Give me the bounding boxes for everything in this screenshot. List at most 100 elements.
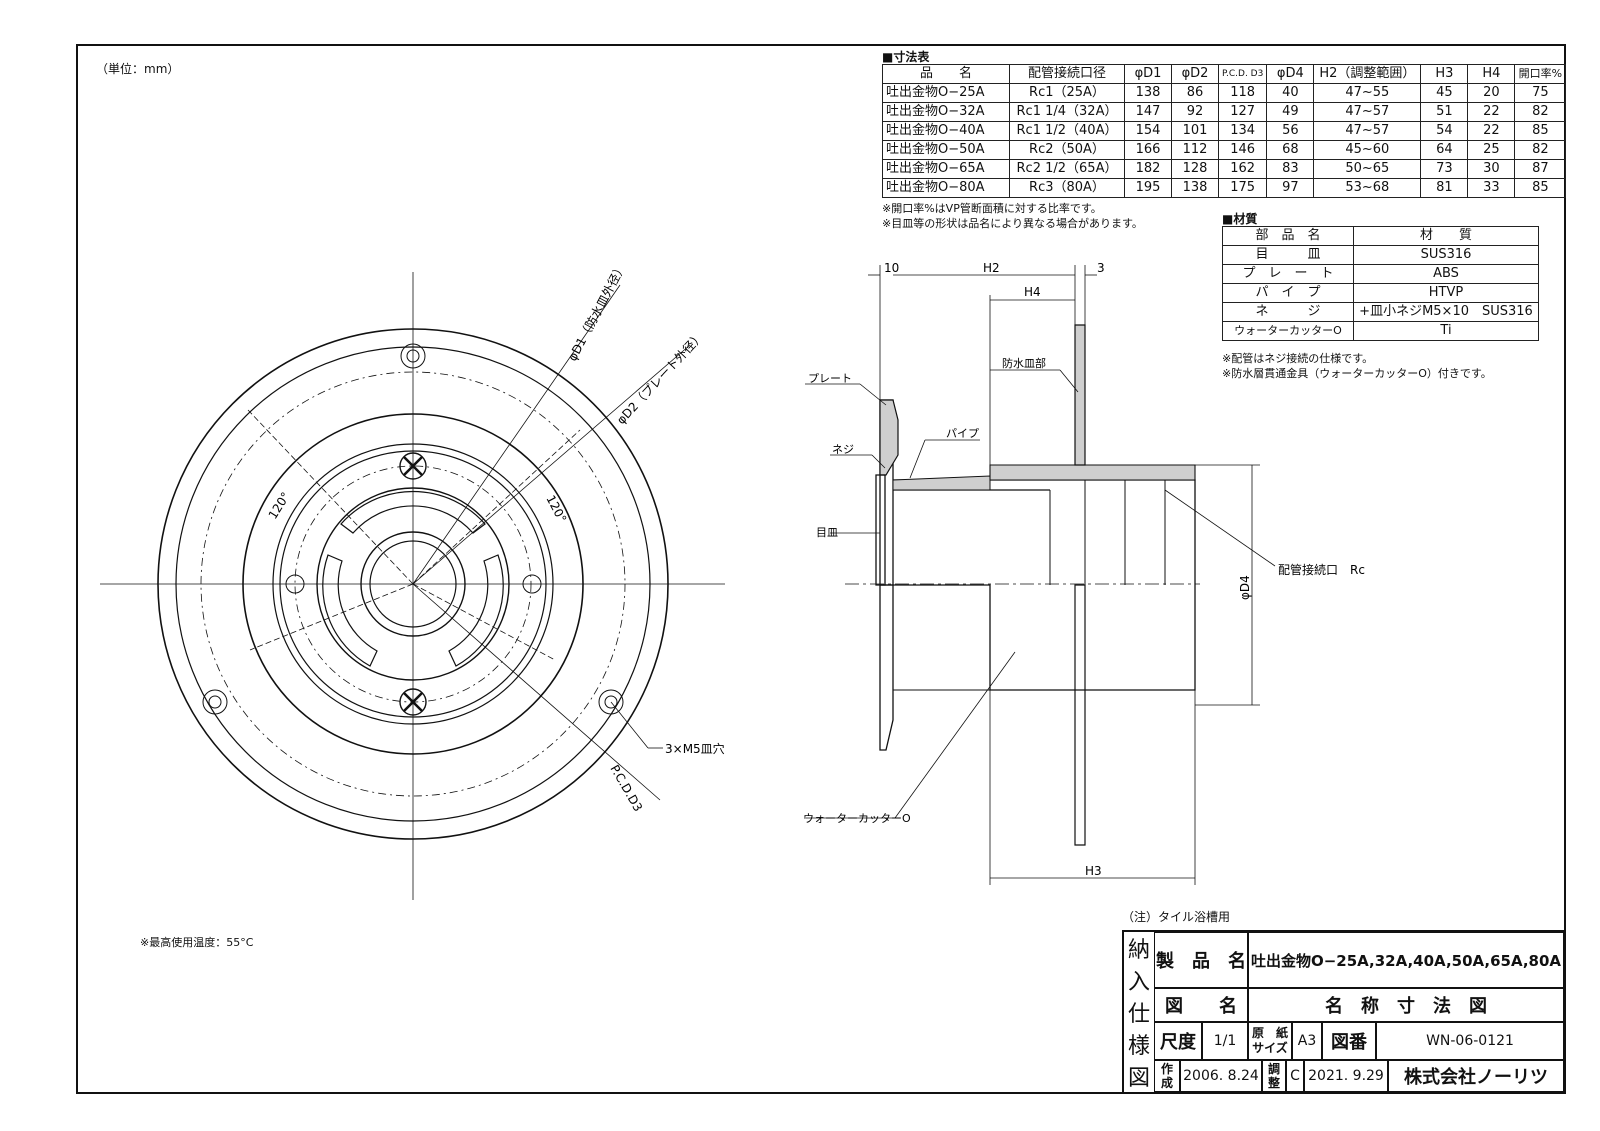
dim-cell: 92 (1171, 102, 1219, 122)
drawing-name: 名 称 寸 法 図 (1248, 988, 1564, 1022)
label-d1: φD1（防水皿外径） (564, 260, 628, 363)
dim-cell: 118 (1217, 83, 1268, 103)
dim-cell: 54 (1420, 121, 1469, 141)
created-label-line2: 成 (1160, 1076, 1173, 1090)
mat-cell: Ti (1353, 321, 1539, 341)
dim-cell: 吐出金物O−40A (882, 121, 1010, 141)
angle-120-left: 120° (266, 490, 293, 522)
dim-cell: 51 (1420, 102, 1469, 122)
dim-cell: 82 (1514, 102, 1567, 122)
side-label-char: 仕 (1127, 1002, 1150, 1027)
dim-3: 3 (1097, 261, 1105, 275)
dim-cell: 81 (1420, 178, 1469, 198)
label-cutter: ウォーターカッターO (803, 812, 911, 825)
dim-cell: 30 (1467, 159, 1516, 179)
front-view (100, 272, 725, 900)
revised-label: 調 整 (1262, 1060, 1286, 1092)
dim-cell: 87 (1514, 159, 1567, 179)
label-strainer: 目皿 (816, 526, 838, 539)
dim-cell: 134 (1217, 121, 1268, 141)
dim-cell: 127 (1217, 102, 1268, 122)
paper-label-line1: 原 紙 (1251, 1026, 1288, 1040)
dim-cell: 175 (1217, 178, 1268, 198)
dim-cell: 49 (1266, 102, 1315, 122)
paper-size: A3 (1292, 1022, 1322, 1060)
scale-value: 1/1 (1202, 1022, 1248, 1060)
drawing-frame (76, 44, 1566, 1094)
side-label-char: 納 (1127, 938, 1150, 963)
title-block (1122, 930, 1566, 1094)
max-temp-note: ※最高使用温度：55°C (140, 936, 254, 949)
dim-cell: Rc3（80A） (1009, 178, 1125, 198)
dim-cell: 56 (1266, 121, 1315, 141)
side-label-char: 様 (1127, 1034, 1150, 1059)
dim-cell: 吐出金物O−80A (882, 178, 1010, 198)
revised-date: 2021. 9.29 (1304, 1060, 1388, 1092)
dim-cell: 45~60 (1313, 140, 1422, 160)
dim-cell: 50~65 (1313, 159, 1422, 179)
dim-cell: 166 (1124, 140, 1172, 160)
dim-header-cell: φD4 (1266, 64, 1315, 84)
company-name: 株式会社ノーリツ (1388, 1060, 1564, 1092)
mat-note-2: ※防水層貫通金具（ウォーターカッターO）付きです。 (1222, 367, 1492, 380)
table-row: ネ ジ+皿小ネジM5×10 SUS316 (1222, 302, 1539, 322)
label-connection: 配管接続口 Rc (1278, 562, 1365, 577)
dim-cell: 22 (1467, 121, 1516, 141)
created-label: 作 成 (1154, 1060, 1180, 1092)
unit-note: （単位：mm） (96, 62, 180, 76)
dim-note-2: ※目皿等の形状は品名により異なる場合があります。 (882, 217, 1143, 230)
dim-cell: 33 (1467, 178, 1516, 198)
label-pipe: パイプ (946, 427, 979, 440)
dim-h2: H2 (983, 261, 1000, 275)
side-label-char: 入 (1127, 970, 1150, 995)
drawing-name-label: 図 名 (1154, 988, 1248, 1022)
product-name-label: 製 品 名 (1154, 932, 1248, 988)
dim-cell: 138 (1171, 178, 1219, 198)
dim-10: 10 (884, 261, 899, 275)
dim-cell: 53~68 (1313, 178, 1422, 198)
dim-cell: 82 (1514, 140, 1567, 160)
side-label: 納 入 仕 様 図 (1124, 932, 1155, 1092)
mat-cell: パ イ プ (1222, 283, 1354, 303)
dim-cell: 97 (1266, 178, 1315, 198)
dim-d4: φD4 (1238, 575, 1252, 600)
revision: C (1286, 1060, 1304, 1092)
dim-table-title: ■寸法表 (882, 50, 930, 64)
label-plate: プレート (808, 372, 852, 385)
mat-cell: プ レ ー ト (1222, 264, 1354, 284)
dim-cell: 40 (1266, 83, 1315, 103)
created-label-line1: 作 (1160, 1062, 1173, 1076)
label-screw-holes: 3×M5皿穴 (665, 741, 725, 756)
dim-header-cell: 開口率% (1514, 64, 1567, 84)
dim-header-cell: φD2 (1171, 64, 1219, 84)
label-waterproof: 防水皿部 (1002, 356, 1046, 370)
mat-note-1: ※配管はネジ接続の仕様です。 (1222, 352, 1374, 365)
paper-label-line2: サイズ (1252, 1041, 1288, 1055)
dim-note-1: ※開口率%はVP管断面積に対する比率です。 (882, 202, 1102, 215)
mat-cell: ネ ジ (1222, 302, 1354, 322)
side-view (805, 265, 1276, 885)
drawing-no-label: 図番 (1322, 1022, 1376, 1060)
revised-label-line2: 整 (1267, 1076, 1280, 1090)
label-d2: φD2（プレート外径） (614, 329, 707, 427)
paper-size-label: 原 紙 サイズ (1248, 1022, 1292, 1060)
drawing-no: WN-06-0121 (1376, 1022, 1564, 1060)
mat-table-title: ■材質 (1222, 212, 1258, 226)
revised-label-line1: 調 (1267, 1062, 1280, 1076)
usage-note: （注）タイル浴槽用 (1122, 910, 1231, 924)
product-name: 吐出金物O−25A,32A,40A,50A,65A,80A (1248, 932, 1564, 988)
dim-h4: H4 (1024, 285, 1041, 299)
created-date: 2006. 8.24 (1180, 1060, 1262, 1092)
dim-h3: H3 (1085, 864, 1102, 878)
dim-cell: 47~55 (1313, 83, 1422, 103)
side-label-char: 図 (1127, 1066, 1150, 1091)
mat-header-cell: 材 質 (1353, 226, 1539, 246)
dim-cell: 85 (1514, 178, 1567, 198)
